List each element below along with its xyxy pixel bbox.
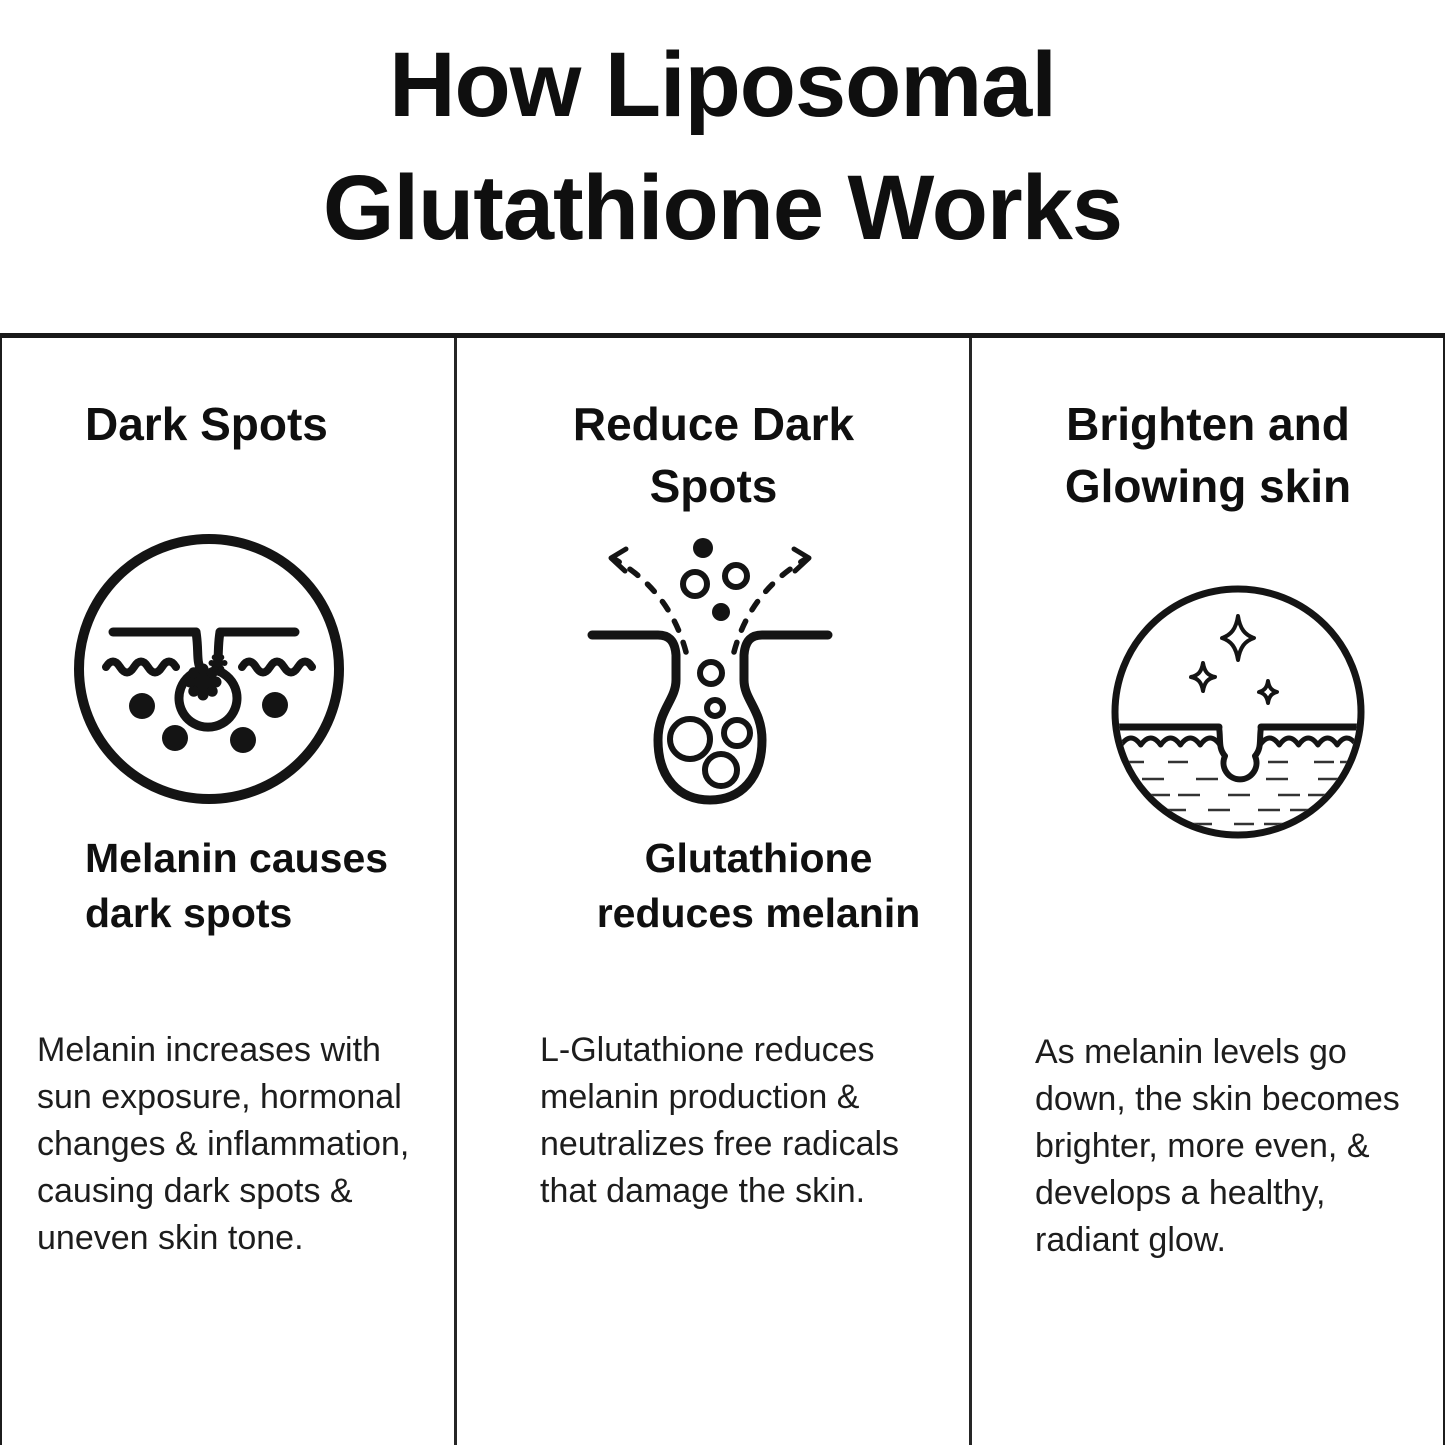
column1-body-text: Melanin increases with sun exposure, hor… [37, 1031, 410, 1257]
column3-body-text: As melanin levels go down, the skin beco… [1035, 1033, 1400, 1259]
brighten-glowing-skin-icon [1111, 585, 1365, 839]
glowing-skin-circle [1111, 585, 1365, 839]
top-rule [0, 333, 1445, 338]
glutathione-reduces-melanin-icon [587, 538, 833, 805]
column3-header: Brighten and Glowing skin [1064, 398, 1352, 512]
column-divider-1 [454, 338, 457, 1445]
pore-bubbles [667, 659, 753, 789]
escaping-particles [680, 538, 750, 621]
melanin-cluster [184, 654, 228, 701]
skin-texture-dashes [1126, 760, 1352, 826]
melanin-dark-spots-icon [74, 534, 344, 804]
column2-body-text: L-Glutathione reduces melanin production… [540, 1031, 900, 1210]
column2-subheading: Glutathione reduces melanin [596, 835, 921, 936]
right-frame-line [1443, 338, 1445, 1445]
melanin-dots [129, 692, 288, 753]
sparkle-icons [1189, 614, 1279, 705]
pore-releasing-melanin [587, 538, 833, 805]
outflow-arrows [608, 546, 812, 655]
column2-header: Reduce Dark Spots [572, 398, 855, 512]
column-divider-2 [969, 338, 972, 1445]
page-title: How Liposomal Glutathione Works [322, 34, 1123, 259]
column1-header: Dark Spots [85, 398, 328, 450]
column1-subheading: Melanin causes dark spots [85, 835, 389, 936]
skin-cross-section-circle [74, 534, 344, 804]
left-frame-line [0, 338, 2, 1445]
